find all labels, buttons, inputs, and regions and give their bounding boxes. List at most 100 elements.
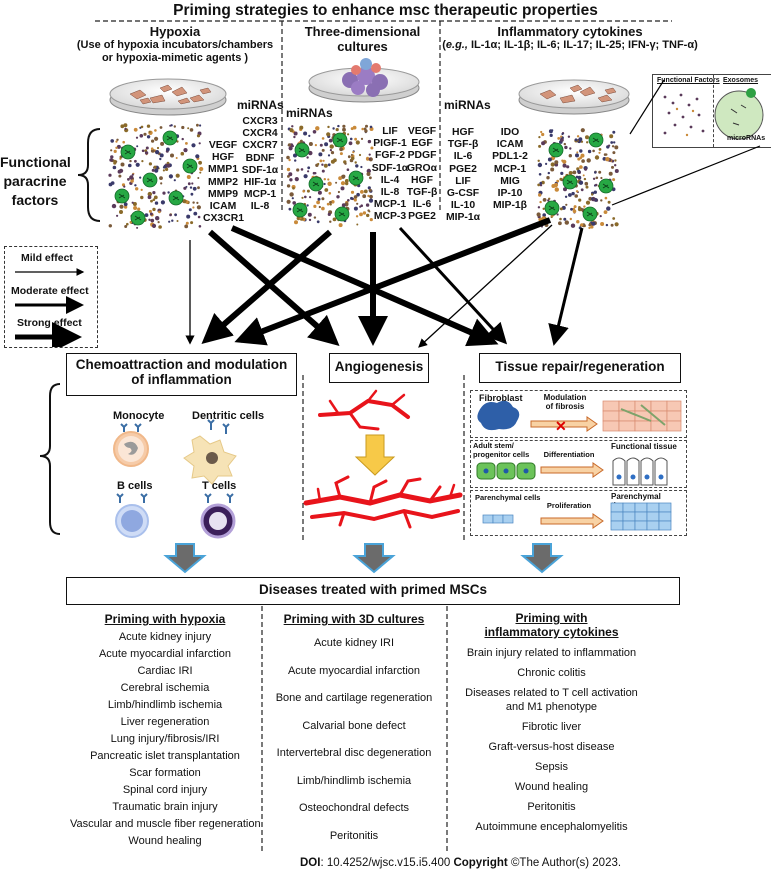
factor-particle	[344, 179, 349, 183]
factor-particle	[355, 215, 359, 218]
factor-particle	[180, 151, 185, 156]
factor-particle	[547, 171, 550, 175]
factor-particle	[134, 159, 137, 163]
factor-particle	[156, 146, 160, 150]
factor-particle	[308, 150, 313, 156]
factor-particle	[299, 125, 304, 130]
factor-particle	[286, 184, 291, 188]
factor-particle	[576, 151, 579, 154]
factor-particle	[583, 177, 587, 181]
factor-particle	[131, 173, 134, 176]
monocyte-icon	[113, 423, 149, 467]
factor-particle	[293, 131, 298, 136]
factor-particle	[150, 147, 154, 150]
hypoxia-factor: ICAM	[209, 201, 237, 213]
factor-particle	[323, 163, 328, 168]
factor-particle	[167, 191, 170, 194]
factor-particle	[367, 194, 370, 198]
exosome-rna-mark	[592, 137, 600, 143]
factor-particle	[565, 203, 568, 206]
factor-particle	[296, 168, 300, 172]
factor-particle	[306, 204, 309, 207]
factor-particle	[126, 178, 130, 181]
factor-particle	[570, 207, 573, 211]
factor-particle	[185, 142, 188, 145]
factor-particle	[136, 226, 139, 229]
factor-particle	[353, 206, 358, 211]
factor-particle	[584, 168, 587, 171]
cytokines-title: Inflammatory cytokines	[497, 24, 643, 39]
factor-particle	[115, 140, 118, 143]
factor-particle	[195, 154, 200, 159]
factor-particle	[612, 151, 616, 155]
inset-box: Functional Factors Exosomes microRNAs	[652, 74, 771, 148]
stem-cells-icon	[476, 457, 668, 486]
inset-divider	[713, 75, 715, 147]
factor-particle	[135, 136, 139, 139]
paracrine-factor-clusters	[108, 123, 619, 230]
factor-particle	[155, 150, 160, 155]
legend-moderate-label: Moderate effect	[11, 285, 89, 297]
factor-particle	[146, 135, 151, 139]
factor-particle	[289, 178, 293, 182]
three-d-factor: IL-6	[412, 199, 432, 211]
factor-particle	[287, 143, 292, 147]
factor-particle	[354, 137, 357, 141]
factor-particle	[347, 155, 351, 159]
cytokine-factor: MIP-1β	[492, 200, 528, 212]
factor-particle	[327, 163, 331, 167]
factor-particle	[323, 178, 326, 181]
cytokines-subtitle: (e.g., IL-1α; IL-1β; IL-6; IL-17; IL-25;…	[442, 39, 698, 51]
factor-particle	[588, 226, 591, 230]
disease-item: Pancreatic islet transplantation	[90, 750, 240, 762]
functional-label-1: Functional	[0, 154, 71, 170]
three-d-factor: EGF	[411, 138, 433, 150]
cytokines-mirnas-label: miRNAs	[444, 98, 491, 112]
factor-particle	[139, 134, 144, 138]
factor-particle	[344, 162, 347, 165]
factor-particle	[148, 130, 151, 133]
down-arrow-3-icon	[520, 543, 564, 574]
factor-particle	[123, 123, 128, 128]
factor-particle	[350, 190, 355, 194]
factor-particle	[548, 129, 553, 134]
factor-particle	[537, 159, 540, 162]
factor-particle	[196, 134, 201, 138]
disease-item: Wound healing	[128, 835, 202, 847]
factor-particle	[581, 159, 585, 163]
factor-particle	[360, 204, 364, 207]
exosome-rna-mark	[602, 183, 610, 189]
factor-particle	[119, 204, 124, 209]
three-d-factor: IL-4	[380, 174, 400, 186]
cytokines-diseases-column: Priming with inflammatory cytokines Brai…	[449, 612, 654, 837]
factor-particle	[323, 182, 326, 186]
factor-particle	[610, 223, 614, 227]
functional-paracrine-label: Functional paracrine factors	[0, 153, 71, 210]
factor-particle	[182, 199, 187, 204]
factor-particle	[190, 221, 194, 225]
factor-particle	[358, 153, 362, 157]
factor-particle	[286, 199, 291, 204]
hypoxia-factor: CX3CR1	[203, 213, 244, 225]
factor-particle	[185, 185, 188, 188]
factor-particle	[550, 162, 555, 167]
factor-particle	[304, 195, 307, 199]
hypoxia-diseases-column: Priming with hypoxia Acute kidney injury…	[70, 612, 261, 850]
factor-particle	[313, 216, 317, 219]
copyright-value: ©The Author(s) 2023.	[507, 857, 622, 869]
exosome-rna-mark	[552, 147, 560, 153]
petri-dishes	[109, 58, 630, 116]
factor-particle	[572, 209, 577, 214]
factor-particle	[560, 138, 564, 142]
factor-particle	[580, 223, 584, 227]
factor-particle	[580, 128, 585, 133]
factor-particle	[362, 194, 367, 199]
factor-particle	[129, 175, 134, 180]
disease-item: Autoimmune encephalomyelitis	[475, 821, 628, 833]
factor-particle	[293, 135, 296, 139]
fibroblast-icon: ✕	[477, 400, 682, 434]
factor-particle	[362, 211, 367, 215]
factor-particle	[291, 197, 294, 200]
factor-particle	[356, 192, 360, 197]
